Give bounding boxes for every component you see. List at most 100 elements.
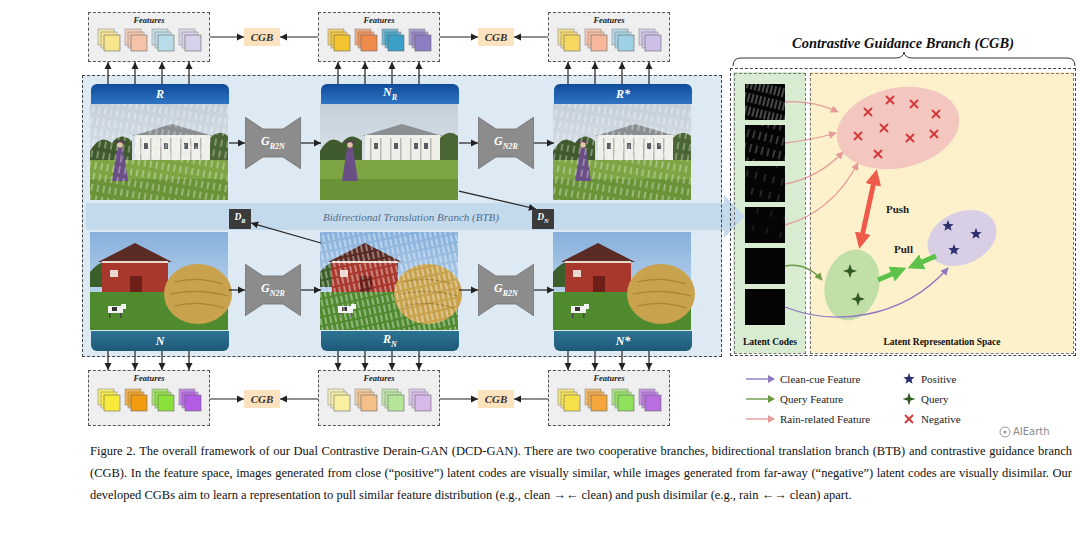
negative-cluster [906, 134, 914, 142]
subscript-label: R [392, 93, 397, 102]
subscript-label: N2R [503, 142, 518, 151]
node-label: D [234, 212, 241, 222]
label-group: N* [616, 335, 631, 347]
legend-sample [745, 412, 775, 426]
feature-map [564, 35, 580, 51]
connector [108, 351, 189, 370]
connector-line [161, 351, 162, 370]
connector [568, 62, 649, 84]
connector-line [514, 36, 548, 37]
connector-line [621, 62, 622, 84]
clean-image [90, 232, 232, 330]
legend-sample [902, 372, 916, 386]
connector-line [567, 62, 568, 84]
latent-code-image [745, 84, 785, 120]
connector [514, 399, 548, 400]
btb-band-arrow [86, 195, 745, 238]
feature-map [388, 395, 404, 411]
connector [459, 290, 478, 291]
node-label: D [537, 212, 544, 222]
feature-curve [785, 152, 843, 184]
legend-text: Negative [921, 412, 961, 426]
legend-sample [746, 398, 769, 399]
legend-sample [905, 415, 913, 423]
legend-item: Negative [902, 411, 961, 427]
image-panel: N* [554, 233, 692, 351]
connector [568, 351, 649, 370]
rendered-rain-image [320, 232, 458, 330]
contrast-label: Pull [894, 243, 913, 256]
feature-map [415, 35, 431, 51]
legend-sample [746, 418, 769, 419]
connector [210, 399, 244, 400]
sub-panel: Latent Representation Space [810, 73, 1074, 354]
node-label: R [383, 332, 391, 346]
node-label: N [383, 85, 392, 99]
panel-band: N* [554, 331, 692, 351]
positive-cluster [970, 228, 981, 239]
feature-map [131, 395, 147, 411]
latent-code-image [745, 207, 785, 243]
generator-block: GN2R [245, 264, 301, 316]
node-label: CGB [485, 393, 508, 405]
query-cluster [843, 264, 857, 278]
connector [280, 37, 318, 38]
feature-curve [785, 163, 858, 225]
connector [280, 399, 318, 400]
connector-line [301, 142, 321, 143]
btb-band-arrow [86, 203, 724, 230]
legend-sample [903, 373, 914, 384]
node-label: N* [616, 334, 631, 348]
connector-line [391, 351, 392, 370]
connector-line [534, 142, 554, 143]
reconstructed-clean-image [553, 232, 695, 330]
image-panel: RN [321, 233, 459, 351]
connector [440, 399, 478, 400]
watermark-icon [1000, 427, 1010, 437]
legend-sample [768, 415, 775, 423]
query-cluster [851, 292, 865, 306]
feature-box: Features [88, 370, 210, 426]
panel-label: Latent Codes [735, 336, 805, 348]
negative-cluster [829, 76, 967, 180]
legend-text: Query [921, 392, 949, 406]
connector-line [337, 351, 338, 370]
pull-arrow [878, 271, 899, 280]
legend-sample [768, 375, 775, 383]
bracket [733, 52, 1075, 66]
rain-image [90, 103, 228, 200]
label-group: GR2N [261, 135, 285, 150]
feature-map [131, 35, 147, 51]
latent-code-image [745, 166, 785, 202]
connector [534, 143, 554, 144]
connector-line [459, 191, 536, 209]
label-group: GN2R [261, 282, 285, 297]
connector [108, 62, 189, 84]
legend-text: Clean-cue Feature [780, 372, 860, 386]
positive-cluster [918, 199, 1005, 277]
connector-line [459, 289, 478, 290]
legend-sample [903, 393, 916, 406]
legend-sample [746, 378, 769, 379]
feature-map [104, 395, 120, 411]
subscript-label: N [391, 340, 397, 349]
feature-title: Features [319, 373, 439, 384]
connector-line [251, 223, 321, 243]
feature-curve [785, 265, 822, 280]
connector-line [418, 351, 419, 370]
feature-map [334, 35, 350, 51]
feature-map [185, 35, 201, 51]
connector-line [188, 62, 189, 84]
feature-map [361, 395, 377, 411]
latent-space-ground [809, 72, 1073, 353]
rain-image [90, 103, 228, 200]
feature-box: Features [548, 370, 670, 426]
connector-line [188, 351, 189, 370]
sub-panel: Latent Codes [734, 73, 806, 354]
generator-shape [478, 264, 534, 316]
label-group: N [156, 335, 165, 347]
feature-map [618, 35, 634, 51]
connector [338, 351, 419, 370]
feature-map [158, 35, 174, 51]
feature-map [645, 395, 661, 411]
